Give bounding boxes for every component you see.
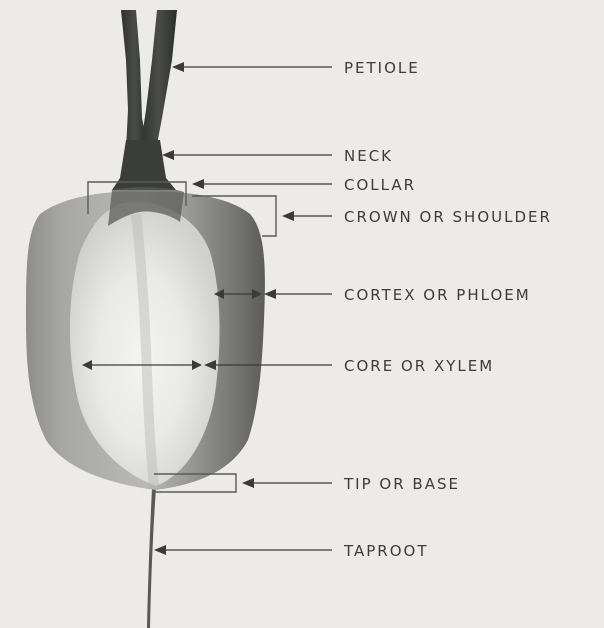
label-petiole: PETIOLE: [344, 59, 420, 77]
leader-petiole: [172, 62, 332, 72]
label-neck: NECK: [344, 147, 393, 165]
leader-taproot: [154, 545, 332, 555]
petiole-stalk: [140, 10, 177, 150]
label-core: CORE OR XYLEM: [344, 357, 494, 375]
leader-tip: [242, 478, 332, 488]
leader-neck: [162, 150, 332, 160]
label-crown: CROWN OR SHOULDER: [344, 208, 552, 226]
leader-crown: [282, 211, 332, 221]
leader-collar: [192, 179, 332, 189]
label-taproot: TAPROOT: [343, 542, 429, 560]
label-collar: COLLAR: [344, 176, 416, 194]
carrot-specimen: [26, 10, 265, 628]
label-cortex: CORTEX OR PHLOEM: [344, 286, 531, 304]
label-tip: TIP OR BASE: [343, 475, 460, 493]
taproot: [147, 488, 156, 628]
